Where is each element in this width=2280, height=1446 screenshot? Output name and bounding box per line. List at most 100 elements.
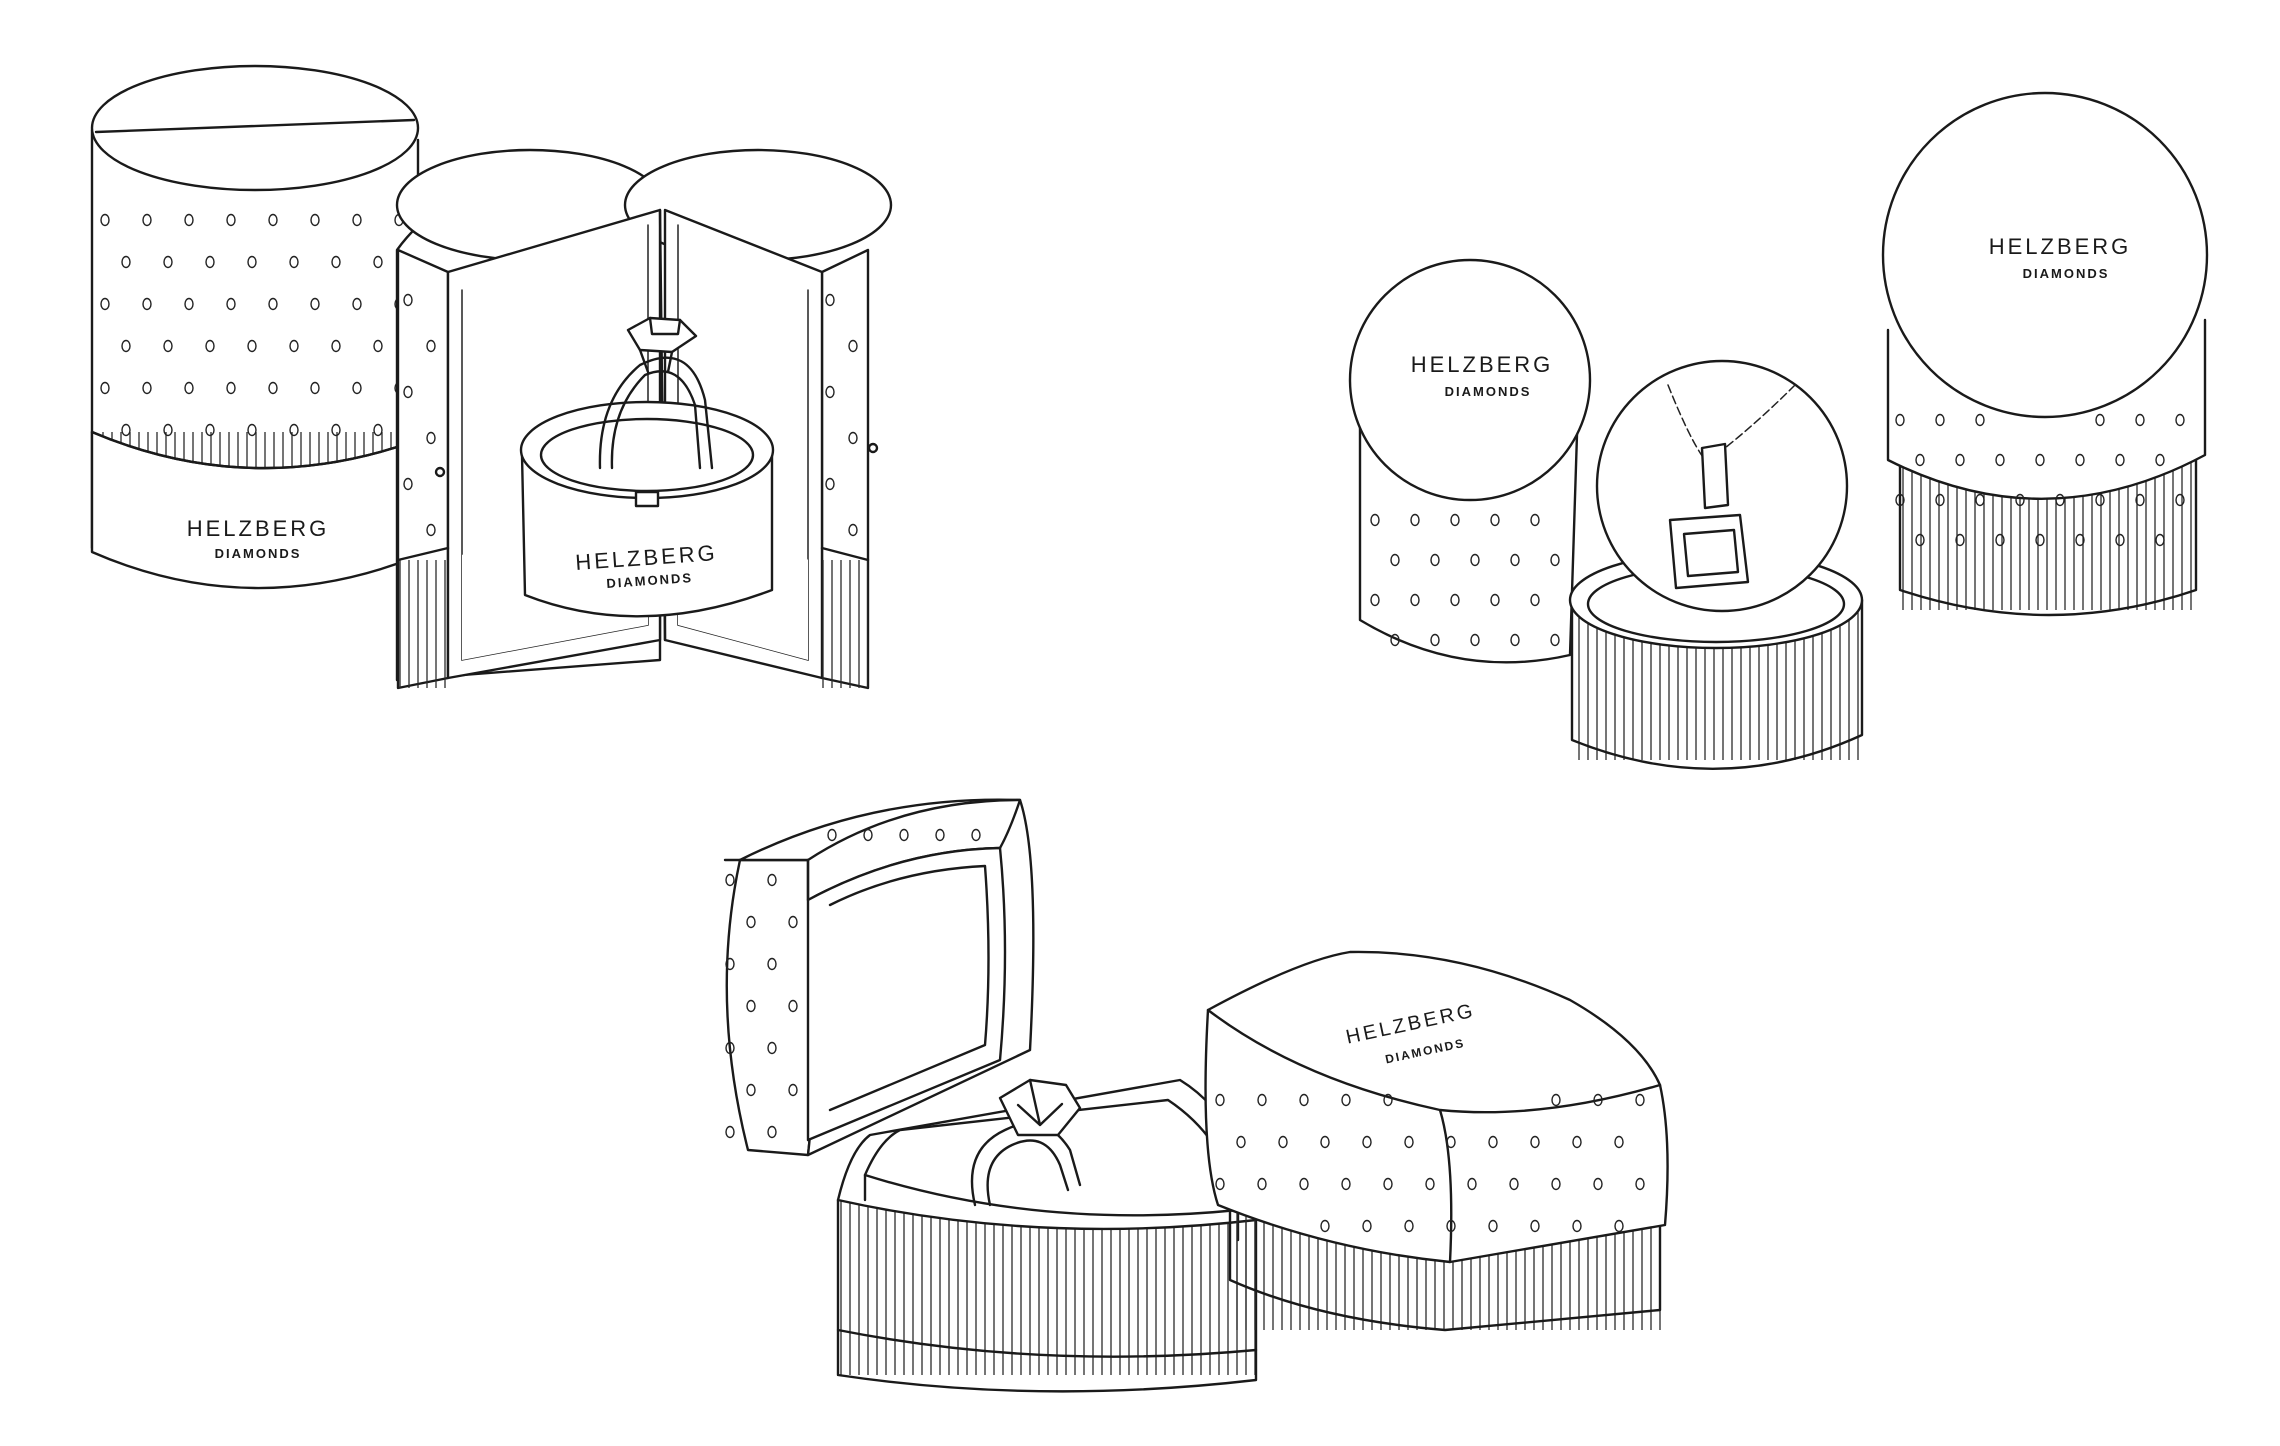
dot xyxy=(899,828,909,842)
cushion-ring-box: HELZBERG DIAMONDS xyxy=(723,798,1669,1393)
dot xyxy=(1257,1093,1267,1107)
dot xyxy=(1510,633,1520,647)
dot xyxy=(184,297,194,311)
dot xyxy=(1572,1219,1582,1233)
dot xyxy=(142,213,152,227)
dot xyxy=(268,381,278,395)
dot xyxy=(1299,1093,1309,1107)
dot xyxy=(767,1125,777,1139)
dot xyxy=(2095,413,2105,427)
dot xyxy=(205,339,215,353)
dot-pattern xyxy=(725,873,798,1139)
dot xyxy=(1955,533,1965,547)
dot xyxy=(725,1041,735,1055)
dot xyxy=(331,255,341,269)
dot xyxy=(1935,413,1945,427)
dot xyxy=(767,873,777,887)
dot xyxy=(848,431,858,445)
cylinder-ring-box: HELZBERG DIAMONDS xyxy=(90,64,893,690)
dot xyxy=(1635,1093,1645,1107)
dot xyxy=(1955,453,1965,467)
dot xyxy=(2155,453,2165,467)
dot xyxy=(2115,453,2125,467)
dot xyxy=(163,423,173,437)
dot xyxy=(1550,633,1560,647)
pendant-holder xyxy=(1568,359,1864,770)
dot xyxy=(1362,1135,1372,1149)
dot xyxy=(205,255,215,269)
dot xyxy=(247,339,257,353)
dot xyxy=(142,381,152,395)
dot xyxy=(1593,1177,1603,1191)
open-cushion-box xyxy=(723,798,1258,1393)
dot xyxy=(331,339,341,353)
dot xyxy=(1257,1177,1267,1191)
dot xyxy=(971,828,981,842)
dot xyxy=(121,423,131,437)
dot xyxy=(226,381,236,395)
dot xyxy=(1383,1093,1393,1107)
brand-subtitle: DIAMONDS xyxy=(215,546,302,561)
dot xyxy=(1450,513,1460,527)
dot xyxy=(1551,1177,1561,1191)
dot xyxy=(1614,1135,1624,1149)
dot xyxy=(403,385,413,399)
dot xyxy=(100,381,110,395)
dot-pattern xyxy=(1370,513,1560,647)
dot xyxy=(352,213,362,227)
dot xyxy=(767,957,777,971)
dot xyxy=(746,999,756,1013)
dot xyxy=(426,523,436,537)
dot xyxy=(725,957,735,971)
closed-cushion-box: HELZBERG DIAMONDS xyxy=(1204,950,1669,1332)
dot xyxy=(121,255,131,269)
dot xyxy=(2115,533,2125,547)
dot-pattern xyxy=(100,213,404,437)
dot xyxy=(226,213,236,227)
dot xyxy=(863,828,873,842)
dot xyxy=(1410,593,1420,607)
dot xyxy=(1895,413,1905,427)
dot xyxy=(1530,513,1540,527)
dot xyxy=(1530,593,1540,607)
dot-pattern xyxy=(827,828,981,842)
dot xyxy=(1467,1177,1477,1191)
dot-pattern xyxy=(1895,413,2185,547)
dot xyxy=(2055,493,2065,507)
dot xyxy=(1425,1177,1435,1191)
dot xyxy=(247,255,257,269)
pendant-necklace xyxy=(1667,384,1796,590)
dot xyxy=(788,1083,798,1097)
dot xyxy=(100,213,110,227)
dot xyxy=(746,915,756,929)
pendant-domes: HELZBERG DIAMONDS HELZBERG DIAMONDS xyxy=(1348,91,2209,770)
dot xyxy=(226,297,236,311)
dot xyxy=(268,213,278,227)
dot xyxy=(289,255,299,269)
dot xyxy=(1550,553,1560,567)
brand-name: HELZBERG xyxy=(187,516,330,541)
dot xyxy=(1635,1177,1645,1191)
dot xyxy=(373,255,383,269)
dot xyxy=(142,297,152,311)
brand-subtitle: DIAMONDS xyxy=(2023,266,2110,281)
dot xyxy=(1450,593,1460,607)
dot xyxy=(205,423,215,437)
dot xyxy=(1509,1177,1519,1191)
dot xyxy=(163,339,173,353)
dot xyxy=(2155,533,2165,547)
dot xyxy=(247,423,257,437)
closed-cylinder: HELZBERG DIAMONDS xyxy=(90,64,420,590)
dot xyxy=(289,423,299,437)
dot xyxy=(1320,1135,1330,1149)
dot xyxy=(1215,1177,1225,1191)
dot xyxy=(825,477,835,491)
dot xyxy=(1490,593,1500,607)
dot xyxy=(1995,453,2005,467)
dot xyxy=(935,828,945,842)
dot xyxy=(1410,513,1420,527)
ring xyxy=(970,1078,1082,1207)
dome-right: HELZBERG DIAMONDS xyxy=(1881,91,2209,617)
dot xyxy=(310,213,320,227)
dot xyxy=(310,297,320,311)
